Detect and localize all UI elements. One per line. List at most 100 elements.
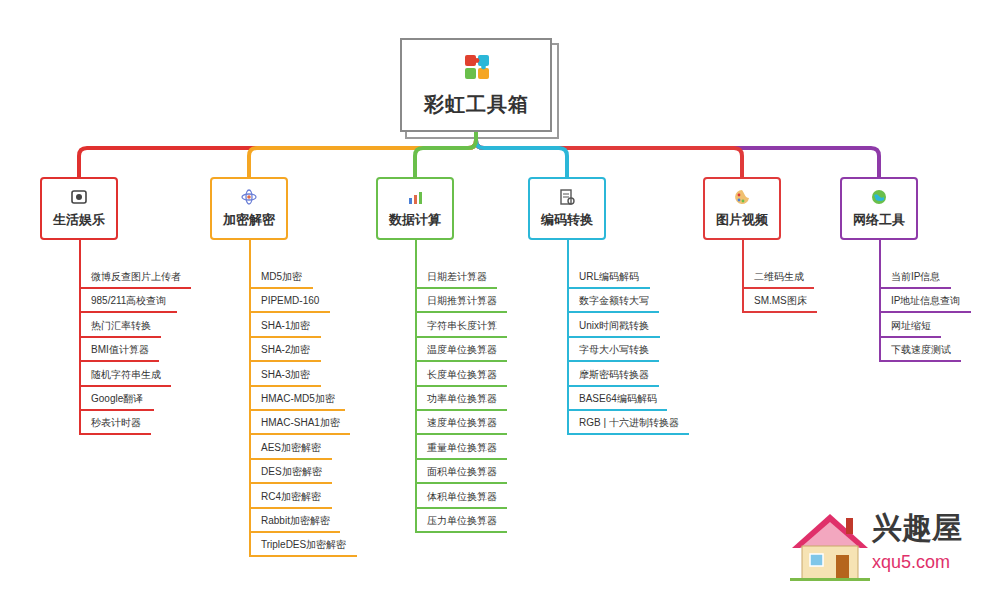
item-label: RC4加密解密 [261, 490, 324, 504]
item-label: 网址缩短 [891, 319, 933, 333]
tool-item: 压力单位换算器 [415, 512, 507, 533]
item-label: PIPEMD-160 [261, 294, 322, 308]
tool-item: SHA-3加密 [249, 366, 321, 387]
item-label: 摩斯密码转换器 [579, 368, 651, 382]
category-box: 网络工具 [840, 177, 918, 240]
item-label: IP地址信息查询 [891, 294, 963, 308]
tool-item: 摩斯密码转换器 [567, 366, 659, 387]
tool-item: Unix时间戳转换 [567, 317, 660, 338]
item-label: TripleDES加密解密 [261, 538, 349, 552]
item-label: 下载速度测试 [891, 343, 953, 357]
category-box: 加密解密 [210, 177, 288, 240]
category-box: 编码转换 [528, 177, 606, 240]
item-label: 面积单位换算器 [427, 465, 499, 479]
tool-item: BMI值计算器 [79, 341, 159, 362]
tool-item: 下载速度测试 [879, 341, 961, 362]
tool-item: 二维码生成 [742, 268, 814, 289]
tool-item: 体积单位换算器 [415, 488, 507, 509]
category-label: 编码转换 [541, 211, 593, 229]
item-label: URL编码解码 [579, 270, 642, 284]
category-label: 网络工具 [853, 211, 905, 229]
tool-item: SM.MS图床 [742, 292, 817, 313]
item-label: RGB | 十六进制转换器 [579, 416, 681, 430]
tool-item: RC4加密解密 [249, 488, 332, 509]
tool-item: 985/211高校查询 [79, 292, 177, 313]
item-label: 当前IP信息 [891, 270, 943, 284]
item-label: 功率单位换算器 [427, 392, 499, 406]
item-label: SM.MS图床 [754, 294, 809, 308]
tool-item: 面积单位换算器 [415, 463, 507, 484]
tool-item: Rabbit加密解密 [249, 512, 340, 533]
tool-item: 长度单位换算器 [415, 366, 507, 387]
connector [476, 132, 879, 177]
tool-item: URL编码解码 [567, 268, 650, 289]
tool-item: IP地址信息查询 [879, 292, 971, 313]
connector [415, 132, 476, 177]
category-label: 生活娱乐 [53, 211, 105, 229]
connector [476, 132, 742, 177]
category-icon [558, 188, 576, 206]
tool-item: PIPEMD-160 [249, 292, 330, 313]
category-icon [733, 188, 751, 206]
tool-item: BASE64编码解码 [567, 390, 667, 411]
category-box: 生活娱乐 [40, 177, 118, 240]
item-label: HMAC-MD5加密 [261, 392, 337, 406]
root-box: 彩虹工具箱 [400, 38, 552, 132]
category-box: 图片视频 [703, 177, 781, 240]
house-logo [790, 514, 870, 581]
item-label: SHA-1加密 [261, 319, 313, 333]
item-label: SHA-3加密 [261, 368, 313, 382]
item-label: 速度单位换算器 [427, 416, 499, 430]
item-label: BMI值计算器 [91, 343, 151, 357]
tool-item: HMAC-MD5加密 [249, 390, 345, 411]
tool-item: 微博反查图片上传者 [79, 268, 191, 289]
item-label: DES加密解密 [261, 465, 324, 479]
connector [249, 132, 476, 177]
tool-item: 字符串长度计算 [415, 317, 507, 338]
item-label: SHA-2加密 [261, 343, 313, 357]
tool-item: SHA-2加密 [249, 341, 321, 362]
item-label: 随机字符串生成 [91, 368, 163, 382]
tool-item: 功率单位换算器 [415, 390, 507, 411]
tool-item: 日期推算计算器 [415, 292, 507, 313]
tool-item: HMAC-SHA1加密 [249, 414, 350, 435]
connector [879, 240, 881, 361]
item-label: 热门汇率转换 [91, 319, 153, 333]
category-box: 数据计算 [376, 177, 454, 240]
item-label: Google翻译 [91, 392, 146, 406]
tool-item: 字母大小写转换 [567, 341, 659, 362]
tool-item: SHA-1加密 [249, 317, 321, 338]
item-label: 压力单位换算器 [427, 514, 499, 528]
tool-item: RGB | 十六进制转换器 [567, 414, 689, 435]
tool-item: 数字金额转大写 [567, 292, 659, 313]
category-icon [406, 188, 424, 206]
watermark: xqu5.com [872, 552, 950, 573]
item-label: Rabbit加密解密 [261, 514, 332, 528]
item-label: 字符串长度计算 [427, 319, 499, 333]
tool-item: 温度单位换算器 [415, 341, 507, 362]
item-label: 数字金额转大写 [579, 294, 651, 308]
item-label: 温度单位换算器 [427, 343, 499, 357]
category-icon [70, 188, 88, 206]
connector [476, 132, 567, 177]
category-label: 数据计算 [389, 211, 441, 229]
item-label: 秒表计时器 [91, 416, 143, 430]
item-label: BASE64编码解码 [579, 392, 659, 406]
tool-item: 速度单位换算器 [415, 414, 507, 435]
tool-item: 热门汇率转换 [79, 317, 161, 338]
category-icon [870, 188, 888, 206]
tool-item: 随机字符串生成 [79, 366, 171, 387]
tool-item: 网址缩短 [879, 317, 941, 338]
item-label: 985/211高校查询 [91, 294, 169, 308]
connector [79, 132, 476, 177]
item-label: 体积单位换算器 [427, 490, 499, 504]
item-label: 字母大小写转换 [579, 343, 651, 357]
tool-item: DES加密解密 [249, 463, 332, 484]
connector [742, 240, 744, 312]
item-label: 日期推算计算器 [427, 294, 499, 308]
item-label: 二维码生成 [754, 270, 806, 284]
tool-item: AES加密解密 [249, 439, 332, 460]
tool-item: Google翻译 [79, 390, 154, 411]
tool-item: 当前IP信息 [879, 268, 951, 289]
category-icon [240, 188, 258, 206]
